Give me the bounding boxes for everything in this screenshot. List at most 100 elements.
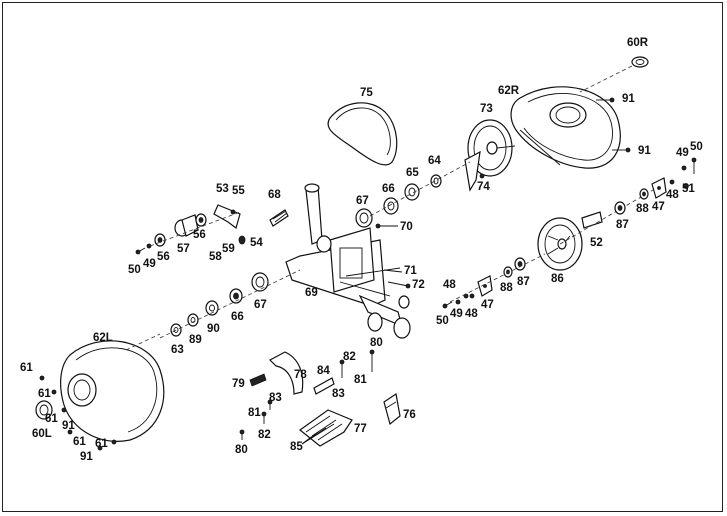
label-90: 90 — [207, 323, 220, 335]
label-61c: 61 — [45, 413, 58, 425]
label-62R: 62R — [498, 85, 520, 97]
label-77: 77 — [354, 423, 367, 435]
label-53: 53 — [216, 183, 229, 195]
label-85: 85 — [290, 441, 303, 453]
label-65: 65 — [406, 167, 419, 179]
bearing-56-a — [195, 213, 207, 227]
pulley-73 — [464, 119, 516, 192]
bolt-84 — [313, 377, 335, 395]
label-51: 51 — [682, 183, 695, 195]
label-48b: 48 — [443, 279, 456, 291]
label-48c: 48 — [465, 308, 478, 320]
label-79: 79 — [232, 378, 245, 390]
label-47a: 47 — [652, 201, 665, 213]
bearing-66-upper — [383, 197, 399, 215]
nut-88-right — [639, 188, 649, 200]
nut-54 — [238, 235, 246, 245]
label-66a: 66 — [382, 183, 395, 195]
leader-85 — [301, 423, 335, 445]
label-55: 55 — [232, 185, 245, 197]
label-84: 84 — [317, 365, 330, 377]
label-47b: 47 — [481, 299, 494, 311]
label-81a: 81 — [354, 374, 367, 386]
bearing-90 — [205, 300, 219, 316]
label-81b: 81 — [248, 407, 261, 419]
bolt-71 — [383, 269, 403, 273]
label-91a: 91 — [622, 93, 635, 105]
label-91c: 91 — [62, 420, 75, 432]
label-87a: 87 — [616, 219, 629, 231]
drive-belt-75 — [327, 102, 398, 166]
idler-57 — [174, 214, 199, 237]
label-88a: 88 — [636, 203, 649, 215]
label-64: 64 — [428, 155, 441, 167]
label-59: 59 — [222, 243, 235, 255]
bolts-80-83-82-81 — [239, 349, 375, 440]
washer-48-lower — [463, 293, 475, 299]
nut-87-lower — [514, 257, 526, 271]
label-61a: 61 — [20, 362, 33, 374]
label-60R: 60R — [627, 37, 649, 49]
label-49a: 49 — [676, 147, 689, 159]
label-49c: 49 — [450, 308, 463, 320]
washer-49-right — [681, 165, 687, 171]
label-60L: 60L — [32, 428, 52, 440]
right-side-cover-62R — [510, 86, 621, 169]
washer-89 — [187, 313, 199, 327]
label-56b: 56 — [157, 251, 170, 263]
label-91d: 91 — [80, 451, 93, 463]
label-61d: 61 — [73, 436, 86, 448]
guard-76 — [383, 392, 401, 426]
label-75: 75 — [360, 87, 373, 99]
label-49b: 49 — [143, 258, 156, 270]
label-67a: 67 — [356, 195, 369, 207]
label-78: 78 — [294, 369, 307, 381]
label-48a: 48 — [666, 189, 679, 201]
washer-49-lower — [455, 299, 461, 305]
bolt-50-left — [135, 247, 146, 255]
nut-51 — [683, 183, 689, 189]
label-61b: 61 — [38, 388, 51, 400]
label-82a: 82 — [343, 351, 356, 363]
label-82b: 82 — [258, 429, 271, 441]
washer-48-right — [669, 179, 675, 185]
right-crank-cap-60R — [579, 56, 649, 93]
label-69: 69 — [305, 287, 318, 299]
label-87b: 87 — [517, 276, 530, 288]
label-76: 76 — [403, 409, 416, 421]
screws-61-91-left — [39, 375, 117, 451]
label-80a: 80 — [370, 337, 383, 349]
bolt-50-lower — [442, 301, 453, 309]
label-50b: 50 — [128, 264, 141, 276]
main-frame-69 — [285, 183, 411, 339]
label-62L: 62L — [93, 332, 113, 344]
cup-67-upper — [355, 208, 373, 228]
bolt-72 — [387, 281, 411, 289]
label-86: 86 — [551, 273, 564, 285]
screw-91-right — [596, 97, 631, 153]
bolt-50-right — [691, 157, 697, 174]
label-83b: 83 — [269, 392, 282, 404]
label-57: 57 — [177, 243, 190, 255]
bolt-70 — [375, 223, 398, 229]
label-72: 72 — [412, 279, 425, 291]
washer-64 — [430, 174, 442, 188]
cup-67-lower — [251, 272, 269, 292]
label-73: 73 — [480, 103, 493, 115]
label-80b: 80 — [235, 444, 248, 456]
label-68: 68 — [268, 189, 281, 201]
label-50c: 50 — [436, 315, 449, 327]
bracket-47-lower — [477, 275, 493, 297]
label-54: 54 — [250, 237, 263, 249]
spring-68 — [269, 209, 289, 227]
label-91b: 91 — [638, 145, 651, 157]
flywheel-axle-52 — [559, 185, 661, 245]
nut-87-right — [614, 201, 626, 215]
label-70: 70 — [400, 221, 413, 233]
nut-88-lower — [503, 266, 513, 278]
tension-arm-53 — [213, 204, 241, 230]
label-61e: 61 — [95, 438, 108, 450]
